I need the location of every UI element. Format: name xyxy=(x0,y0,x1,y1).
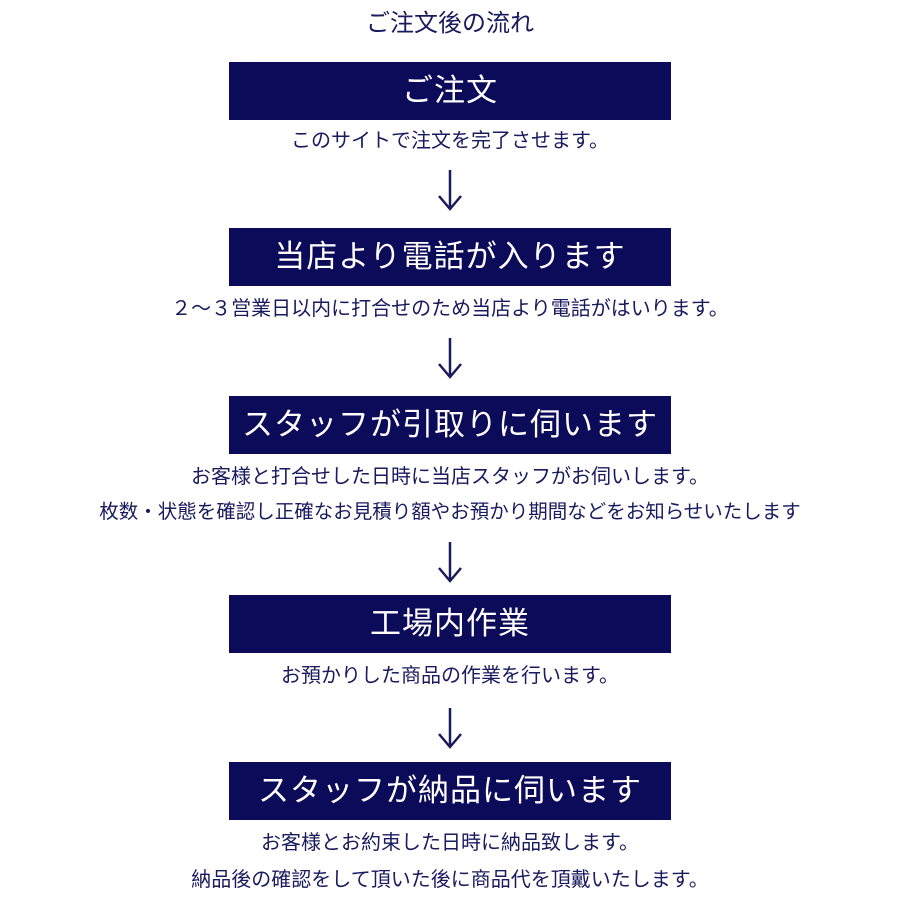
down-arrow-icon xyxy=(435,336,465,380)
step-pickup-heading: スタッフが引取りに伺います xyxy=(229,396,671,454)
step-factory-work-heading: 工場内作業 xyxy=(229,595,671,653)
down-arrow-icon xyxy=(435,706,465,750)
down-arrow-icon xyxy=(435,540,465,584)
step-delivery-heading: スタッフが納品に伺います xyxy=(229,762,671,820)
step-ordering-heading: ご注文 xyxy=(229,62,671,120)
down-arrow-icon xyxy=(435,168,465,212)
step-factory-work-description: お預かりした商品の作業を行います。 xyxy=(281,663,619,687)
step-delivery-description-line-2: 納品後の確認をして頂いた後に商品代を頂戴いたします。 xyxy=(191,867,709,891)
step-ordering-description: このサイトで注文を完了させます。 xyxy=(291,128,609,152)
page-title: ご注文後の流れ xyxy=(366,9,534,37)
step-pickup-description-line-2: 枚数・状態を確認し正確なお見積り額やお預かり期間などをお知らせいたします xyxy=(99,500,801,523)
step-pickup-description-line-1: お客様と打合せした日時に当店スタッフがお伺いします。 xyxy=(191,464,709,488)
step-delivery-description-line-1: お客様とお約束した日時に納品致します。 xyxy=(261,830,639,854)
step-phone-call-description: ２～３営業日以内に打合せのため当店より電話がはいります。 xyxy=(171,296,729,320)
step-phone-call-heading: 当店より電話が入ります xyxy=(229,228,671,286)
